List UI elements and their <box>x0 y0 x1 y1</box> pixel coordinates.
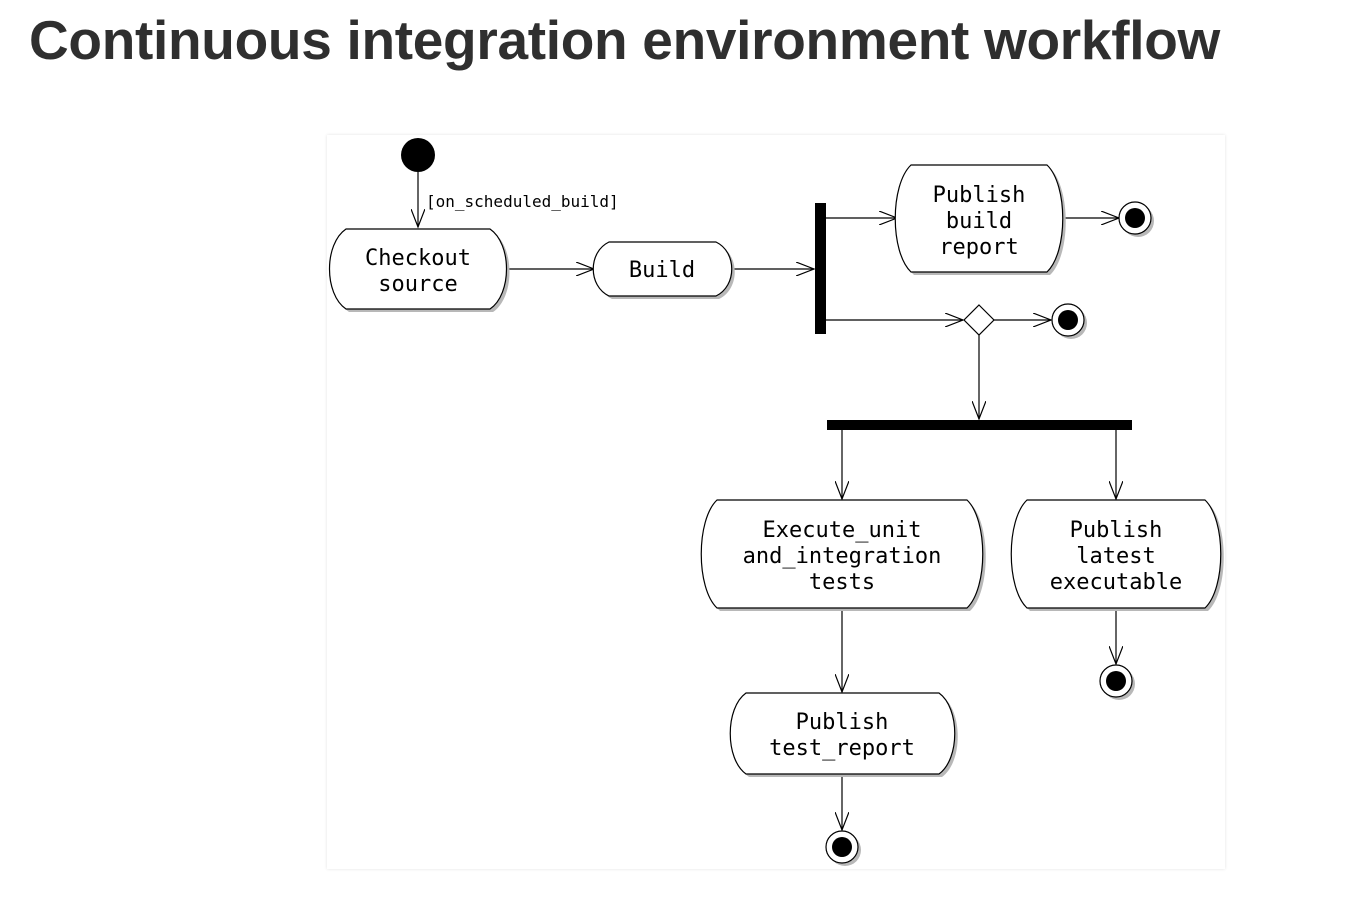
final-node-latest-executable <box>1099 664 1135 700</box>
action-publish-latest-executable: Publish latest executable <box>1010 499 1224 611</box>
build-label: Build <box>629 258 695 283</box>
publish-build-report-line-3: report <box>939 235 1018 260</box>
decision-node <box>963 304 995 336</box>
publish-latest-line-2: latest <box>1076 544 1155 569</box>
initial-node <box>401 138 435 172</box>
action-publish-build-report: Publish build report <box>894 164 1066 275</box>
page-title: Continuous integration environment workf… <box>29 9 1220 71</box>
execute-tests-line-1: Execute_unit <box>763 518 922 543</box>
final-node-test-report <box>825 830 861 866</box>
publish-build-report-line-1: Publish <box>933 183 1026 208</box>
publish-latest-line-3: executable <box>1050 570 1182 595</box>
publish-build-report-line-2: build <box>946 209 1012 234</box>
edges <box>418 172 1119 830</box>
execute-tests-line-2: and_integration <box>743 544 942 569</box>
publish-test-report-line-1: Publish <box>796 710 889 735</box>
publish-test-report-line-2: test_report <box>769 736 915 761</box>
action-build: Build <box>592 241 735 299</box>
publish-latest-line-1: Publish <box>1070 518 1163 543</box>
checkout-source-line-1: Checkout <box>365 246 471 271</box>
execute-tests-line-3: tests <box>809 570 875 595</box>
action-checkout-source: Checkout source <box>329 228 510 312</box>
final-node-decision <box>1051 303 1087 339</box>
activity-diagram: [on_scheduled_build] Checkout source Bui… <box>327 135 1225 869</box>
fork-bar-horizontal <box>827 420 1132 430</box>
final-node-build-report <box>1118 201 1154 237</box>
fork-bar-vertical <box>815 203 826 334</box>
action-execute-tests: Execute_unit and_integration tests <box>700 499 986 611</box>
checkout-source-line-2: source <box>378 272 457 297</box>
action-publish-test-report: Publish test_report <box>729 692 958 777</box>
guard-label: [on_scheduled_build] <box>426 192 619 211</box>
